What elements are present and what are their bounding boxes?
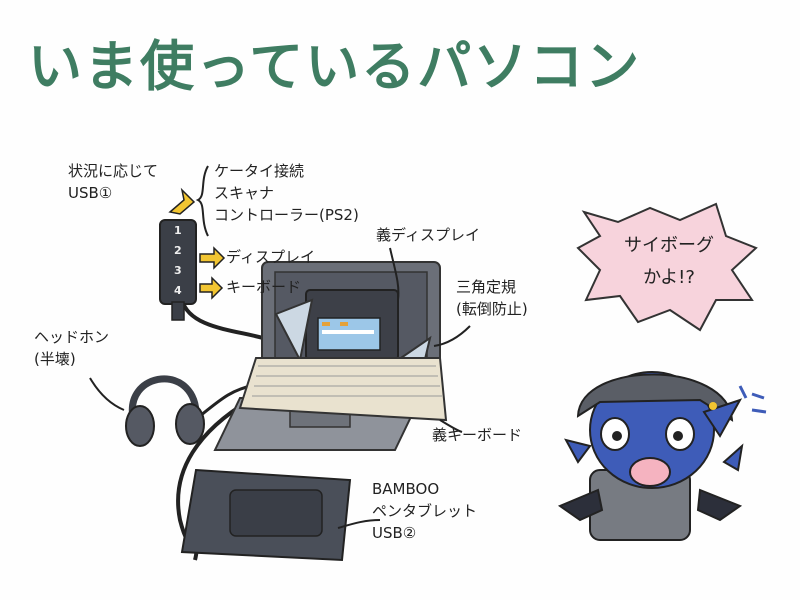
headphones-label: ヘッドホン (半壊)	[34, 326, 109, 370]
usb1-target: コントローラー(PS2)	[214, 206, 359, 224]
arrow-keyboard	[199, 276, 224, 300]
hub-port-4: 4	[174, 284, 182, 297]
tablet-line: BAMBOO	[372, 480, 440, 498]
triangle-ruler-label: 三角定規 (転倒防止)	[456, 276, 528, 320]
triangle-ruler-line: 三角定規	[456, 278, 517, 296]
sub-display	[305, 289, 399, 361]
sub-keyboard	[238, 357, 448, 422]
triangle-ruler-line: (転倒防止)	[456, 300, 528, 318]
headphones	[125, 375, 205, 447]
usb1-note: 状況に応じて USB①	[68, 160, 158, 204]
hub-port-3: 3	[174, 264, 182, 277]
speech-bubble	[576, 202, 758, 332]
speech-bubble-line: サイボーグ	[624, 235, 714, 256]
headphones-line: (半壊)	[34, 350, 76, 368]
speech-bubble-line: かよ!?	[643, 267, 695, 288]
tablet-line: USB②	[372, 524, 417, 542]
usb1-target: スキャナ	[214, 184, 275, 202]
usb1-brace	[195, 165, 209, 237]
sub-display-label: 義ディスプレイ	[376, 226, 480, 244]
speech-bubble-text: サイボーグ かよ!?	[604, 230, 734, 294]
pen-tablet	[180, 468, 352, 562]
tablet-label: BAMBOO ペンタブレット USB②	[372, 478, 477, 544]
tablet-line: ペンタブレット	[372, 502, 478, 520]
usb1-targets: ケータイ接続 スキャナ コントローラー(PS2)	[214, 160, 359, 226]
usb1-note-line: 状況に応じて	[68, 162, 159, 180]
hub-cable	[180, 299, 271, 342]
arrow-usb1	[168, 187, 196, 215]
keyboard-port-label: キーボード	[226, 278, 302, 296]
hub-port-1: 1	[174, 224, 182, 237]
display-port-label: ディスプレイ	[226, 248, 315, 266]
headphones-line: ヘッドホン	[34, 328, 110, 346]
page-title: いま使っているパソコン	[28, 35, 642, 98]
hub-port-2: 2	[174, 244, 182, 257]
usb1-note-line: USB①	[68, 184, 113, 202]
triangle-ruler-left	[274, 298, 314, 363]
usb-hub	[159, 219, 197, 321]
character	[557, 371, 767, 541]
arrow-display	[199, 246, 226, 270]
sub-keyboard-label: 義キーボード	[432, 426, 523, 444]
usb1-target: ケータイ接続	[214, 162, 305, 180]
